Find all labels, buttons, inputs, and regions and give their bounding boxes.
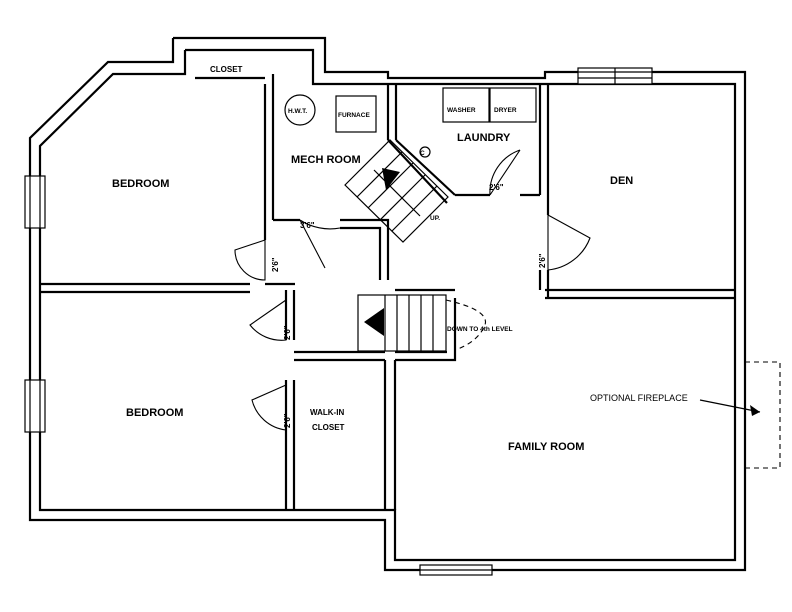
room-label-den: DEN xyxy=(610,175,633,187)
interior-walls xyxy=(40,74,735,510)
stair-up-arrow-icon xyxy=(382,168,400,190)
door-label-d1: 3'6" xyxy=(300,221,315,230)
room-label-laundry: LAUNDRY xyxy=(457,132,511,144)
stair-label-down: DOWN TO 4th LEVEL xyxy=(447,326,513,333)
fixtures xyxy=(284,87,781,469)
annotation-fireplace: OPTIONAL FIREPLACE xyxy=(590,393,688,403)
stair-label-up: UP. xyxy=(430,215,440,222)
fixture-label-furnace: FURNACE xyxy=(338,112,370,119)
arrow-icon xyxy=(750,405,760,416)
stair-down-arrow-icon xyxy=(364,308,384,336)
exterior-walls xyxy=(28,36,747,572)
doors xyxy=(234,149,591,431)
dryer-box xyxy=(489,87,537,123)
room-label-bedroom-lower: BEDROOM xyxy=(126,407,183,419)
svg-text:C: C xyxy=(420,150,425,157)
fixture-label-dryer: DRYER xyxy=(494,107,517,114)
room-label-family-room: FAMILY ROOM xyxy=(508,441,584,453)
windows xyxy=(24,67,653,576)
room-label-closet: CLOSET xyxy=(210,65,243,74)
room-label-bedroom-upper: BEDROOM xyxy=(112,178,169,190)
lower-stair xyxy=(357,294,487,352)
fixture-label-washer: WASHER xyxy=(447,107,476,114)
door-label-d4: 2'6" xyxy=(283,413,292,428)
labels: BEDROOM BEDROOM CLOSET MECH ROOM LAUNDRY… xyxy=(112,65,688,453)
room-label-mech-room: MECH ROOM xyxy=(291,154,361,166)
room-label-walk-in: WALK-IN xyxy=(310,408,344,417)
furnace-box xyxy=(335,95,377,133)
water-heater-icon xyxy=(284,94,316,126)
door-label-d2: 2'6" xyxy=(271,257,280,272)
washer-box xyxy=(442,87,490,123)
upper-stair: C xyxy=(344,139,449,243)
door-label-d3: 2'6" xyxy=(283,325,292,340)
room-label-walk-in-closet: CLOSET xyxy=(312,423,345,432)
fixture-label-hwt: H.W.T. xyxy=(288,108,307,115)
door-label-d6: 2'6" xyxy=(538,253,547,268)
door-label-d5: 2'6" xyxy=(489,183,504,192)
